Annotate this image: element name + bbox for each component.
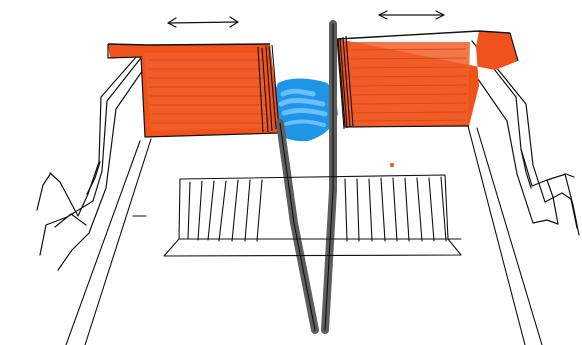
double-headed-arrow-icon <box>167 16 239 28</box>
orange-spot <box>390 163 394 167</box>
deck-area <box>163 174 462 257</box>
water-patch <box>271 78 338 142</box>
right-structure-lines <box>468 40 580 236</box>
deck-perspective-lines <box>65 125 543 345</box>
left-orange-block <box>107 43 281 138</box>
center-lines <box>276 20 337 334</box>
left-structure-lines <box>36 47 149 271</box>
double-headed-arrow-icon <box>378 10 445 20</box>
right-orange-block <box>336 30 519 130</box>
